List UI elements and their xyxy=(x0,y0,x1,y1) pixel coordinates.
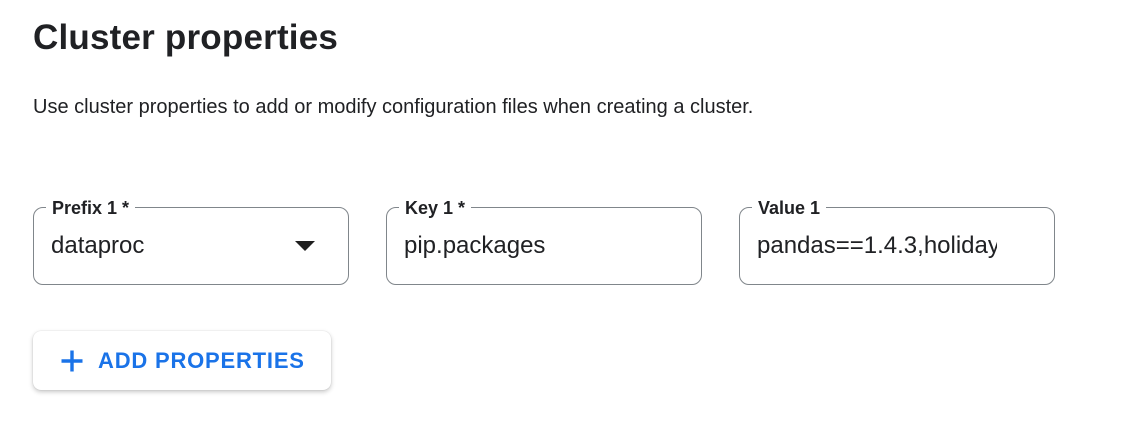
key-label: Key 1 * xyxy=(399,197,472,219)
dropdown-arrow-icon xyxy=(295,241,315,251)
add-properties-button[interactable]: ADD PROPERTIES xyxy=(33,331,331,390)
plus-icon xyxy=(61,350,83,371)
section-description: Use cluster properties to add or modify … xyxy=(33,96,754,118)
value-label: Value 1 xyxy=(752,197,827,219)
value-input[interactable] xyxy=(757,232,997,260)
page-title: Cluster properties xyxy=(33,18,339,57)
key-field[interactable]: Key 1 * xyxy=(386,197,702,285)
property-row: Prefix 1 * dataproc Key 1 * Value 1 xyxy=(33,197,1122,285)
key-input[interactable] xyxy=(404,232,689,260)
prefix-label: Prefix 1 * xyxy=(46,197,136,219)
prefix-select[interactable]: Prefix 1 * dataproc xyxy=(33,197,349,285)
value-field[interactable]: Value 1 xyxy=(739,197,1055,285)
add-properties-label: ADD PROPERTIES xyxy=(98,347,305,373)
prefix-selected-value: dataproc xyxy=(51,232,145,259)
